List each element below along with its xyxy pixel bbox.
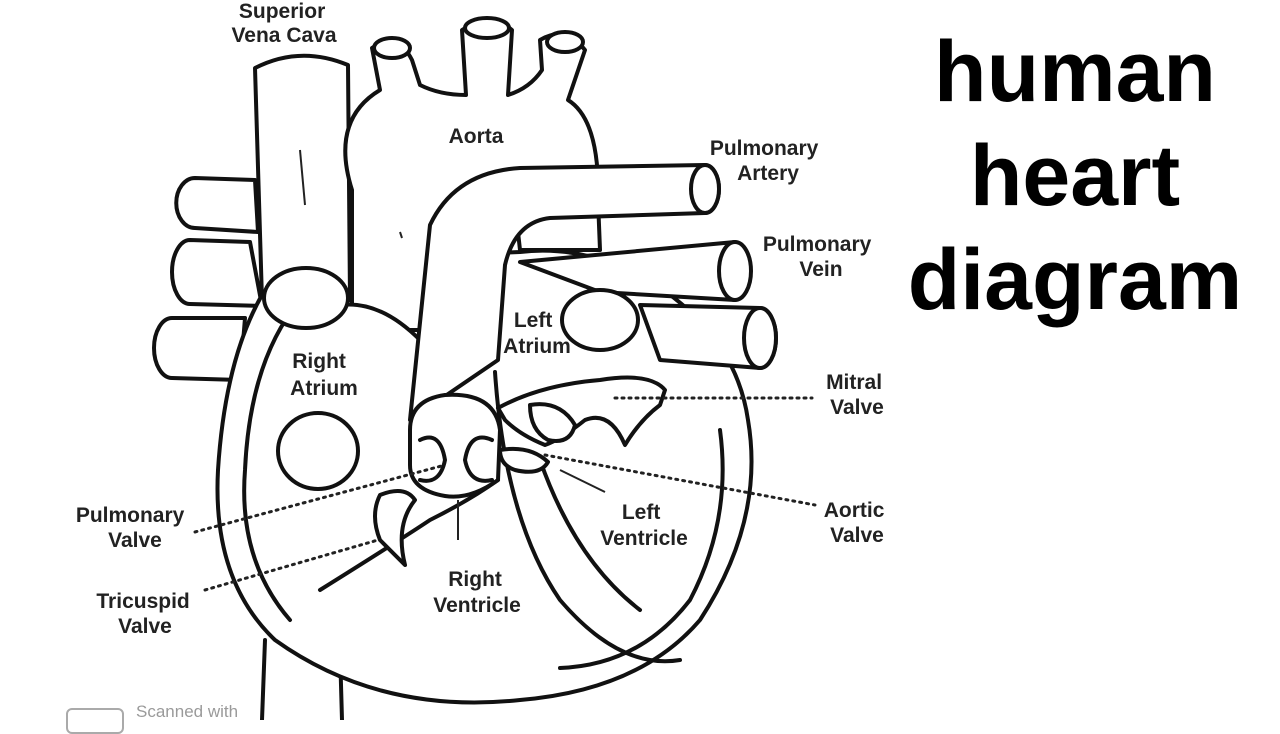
aorta — [343, 16, 602, 332]
label-left-atrium: Left Atrium — [503, 309, 571, 358]
pulmonary-artery — [408, 163, 721, 422]
valves — [373, 375, 667, 567]
page-title-line-2: heart — [969, 128, 1181, 224]
left-atrium-opening — [560, 288, 640, 352]
scanned-with-watermark: Scanned with — [136, 702, 239, 721]
label-left-ventricle: Left Ventricle — [600, 501, 688, 550]
page-title-line-1: human — [934, 24, 1216, 120]
label-pulmonary-vein: Pulmonary Vein — [763, 233, 877, 281]
right-atrium-openings — [262, 266, 360, 491]
left-side-vessels — [152, 176, 264, 382]
label-superior-vena-cava: Superior Vena Cava — [231, 0, 336, 47]
label-aortic-valve: Aortic Valve — [824, 499, 891, 547]
label-tricuspid-valve: Tricuspid Valve — [96, 590, 195, 638]
pulmonary-veins — [518, 240, 778, 370]
label-pulmonary-artery: Pulmonary Artery — [710, 137, 824, 185]
heart-diagram: Superior Vena Cava Aorta Pulmonary Arter… — [76, 0, 891, 720]
label-aorta: Aorta — [449, 125, 504, 148]
label-right-ventricle: Right Ventricle — [433, 568, 521, 617]
label-pulmonary-valve: Pulmonary Valve — [76, 504, 190, 552]
label-right-atrium: Right Atrium — [290, 350, 358, 400]
scanner-logo — [66, 708, 124, 734]
pointer-lines — [193, 149, 817, 592]
label-mitral-valve: Mitral Valve — [826, 371, 888, 419]
page-title-line-3: diagram — [907, 232, 1243, 328]
